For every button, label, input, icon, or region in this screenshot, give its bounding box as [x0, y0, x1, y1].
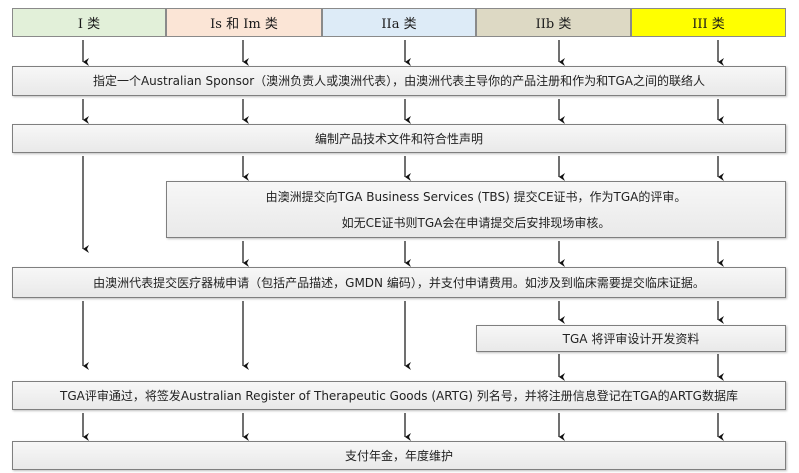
step-design-review: TGA 将评审设计开发资料 — [476, 325, 786, 352]
step-tech-file: 编制产品技术文件和符合性声明 — [12, 124, 786, 153]
step-appoint-sponsor-text: 指定一个Australian Sponsor（澳洲负责人或澳洲代表），由澳洲代表… — [92, 74, 706, 88]
step-annual-fee-text: 支付年金，年度维护 — [344, 448, 453, 463]
step-design-review-text: TGA 将评审设计开发资料 — [562, 331, 700, 346]
step-artg-listing: TGA评审通过，将签发Australian Register of Therap… — [12, 381, 786, 410]
step-device-application: 由澳洲代表提交医疗器械申请（包括产品描述，GMDN 编码），并支付申请费用。如涉… — [12, 267, 786, 298]
class-iii-header: III 类 — [631, 8, 786, 37]
class-is-im-header: Is 和 Im 类 — [166, 8, 322, 37]
step-tbs-line1: 由澳洲提交向TGA Business Services (TBS) 提交CE证书… — [265, 189, 687, 204]
step-appoint-sponsor: 指定一个Australian Sponsor（澳洲负责人或澳洲代表），由澳洲代表… — [12, 66, 786, 96]
step-tech-file-text: 编制产品技术文件和符合性声明 — [314, 131, 483, 146]
class-i-header: I 类 — [12, 8, 166, 37]
class-iia-header: IIa 类 — [322, 8, 476, 37]
step-device-application-text: 由澳洲代表提交医疗器械申请（包括产品描述，GMDN 编码），并支付申请费用。如涉… — [93, 275, 705, 290]
step-artg-listing-text: TGA评审通过，将签发Australian Register of Therap… — [60, 388, 738, 403]
step-tbs-line2: 如无CE证书则TGA会在申请提交后安排现场审核。 — [341, 215, 611, 230]
step-tbs-submission: 由澳洲提交向TGA Business Services (TBS) 提交CE证书… — [166, 181, 786, 238]
class-iib-header: IIb 类 — [476, 8, 631, 37]
step-annual-fee: 支付年金，年度维护 — [12, 441, 786, 470]
